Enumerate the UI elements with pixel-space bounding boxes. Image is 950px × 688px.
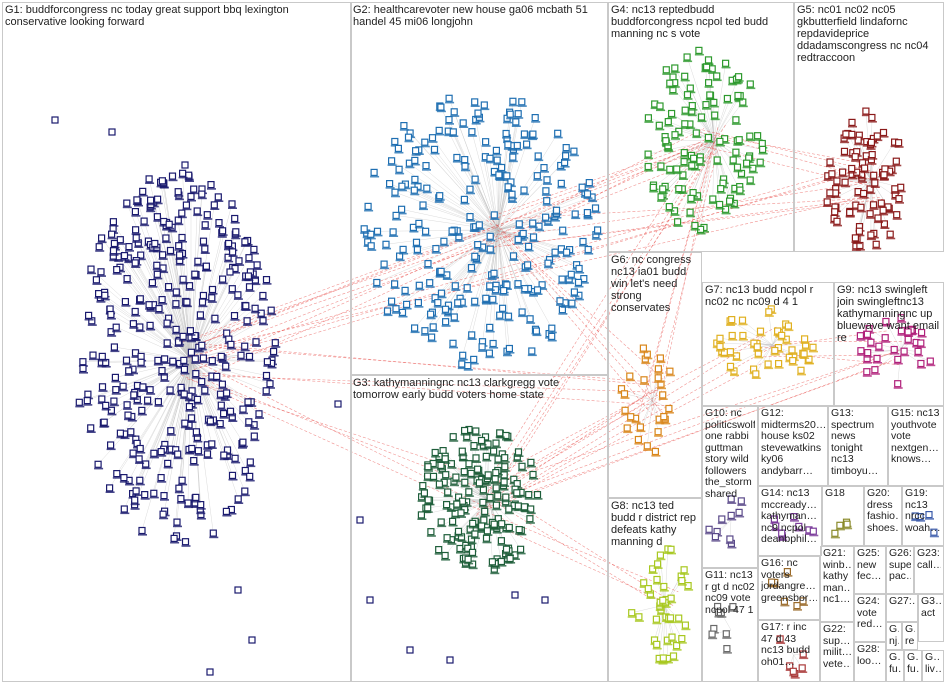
group-panel-g30[interactable]: G… re… <box>902 622 918 650</box>
group-label-g34: G… liv… <box>925 652 941 675</box>
group-label-g22: G22: sup… milit… vete… <box>823 624 851 670</box>
group-label-g20: G20: dress fashio… shoes… <box>867 488 899 534</box>
group-label-g26: G26: superap pac… <box>889 548 911 583</box>
group-label-g7: G7: nc13 budd ncpol r nc02 nc nc09 d 4 1 <box>705 284 831 308</box>
group-panel-g29[interactable]: G… nj… <box>886 622 902 650</box>
group-panel-g22[interactable]: G22: sup… milit… vete… <box>820 622 854 682</box>
group-label-g8: G8: nc13 ted budd r district rep defeats… <box>611 500 699 548</box>
group-label-g25: G25: new fec… <box>857 548 883 583</box>
group-panel-g12[interactable]: G12: midterms20… house ks02 stevewatkins… <box>758 406 828 486</box>
group-panel-g10[interactable]: G10: nc politicswolf one rabbi guttman s… <box>702 406 758 568</box>
group-panel-g7[interactable]: G7: nc13 budd ncpol r nc02 nc nc09 d 4 1 <box>702 282 834 406</box>
group-label-g15: G15: nc13 youthvote vote nextgen… knows… <box>891 408 941 466</box>
group-label-g28: G28: loo… <box>857 644 883 667</box>
group-label-g6: G6: nc congress nc13 ia01 budd win let's… <box>611 254 699 314</box>
group-panel-g31[interactable]: G3… act <box>918 594 944 642</box>
group-panel-g16[interactable]: G16: nc voters jordangre… greensbor… <box>758 556 820 620</box>
group-panel-g9[interactable]: G9: nc13 swingleft join swingleftnc13 ka… <box>834 282 944 406</box>
group-label-g11: G11: nc13 r gt d nc02 nc09 vote ncpol 47… <box>705 570 755 616</box>
group-panel-g32[interactable]: G… fu… <box>886 650 904 682</box>
group-label-g10: G10: nc politicswolf one rabbi guttman s… <box>705 408 755 500</box>
group-panel-g15[interactable]: G15: nc13 youthvote vote nextgen… knows… <box>888 406 944 486</box>
group-panel-g19[interactable]: G19: nc13 nrcc woah… <box>902 486 944 546</box>
group-label-g27: G27:… <box>889 596 915 608</box>
group-panel-g8[interactable]: G8: nc13 ted budd r district rep defeats… <box>608 498 702 682</box>
group-panel-g5[interactable]: G5: nc01 nc02 nc05 gkbutterfield lindafo… <box>794 2 944 252</box>
group-panel-g11[interactable]: G11: nc13 r gt d nc02 nc09 vote ncpol 47… <box>702 568 758 682</box>
group-label-g12: G12: midterms20… house ks02 stevewatkins… <box>761 408 825 477</box>
group-label-g32: G… fu… <box>889 652 901 675</box>
group-panel-g6[interactable]: G6: nc congress nc13 ia01 budd win let's… <box>608 252 702 498</box>
group-panel-g34[interactable]: G… liv… <box>922 650 944 682</box>
group-label-g17: G17: r inc 47 d 43 nc13 budd oh01… <box>761 622 817 668</box>
group-panel-g18[interactable]: G18 <box>822 486 864 546</box>
group-panel-g4[interactable]: G4: nc13 reptedbudd buddforcongress ncpo… <box>608 2 794 252</box>
group-panel-g24[interactable]: G24: vote red… <box>854 594 886 642</box>
group-panel-g21[interactable]: G21: winb… kathy man… nc1… <box>820 546 854 622</box>
group-panel-g3[interactable]: G3: kathymanningnc nc13 clarkgregg vote … <box>350 375 608 682</box>
group-label-g33: G… fu… <box>907 652 919 675</box>
group-label-g5: G5: nc01 nc02 nc05 gkbutterfield lindafo… <box>797 4 941 64</box>
group-panel-g28[interactable]: G28: loo… <box>854 642 886 682</box>
group-label-g16: G16: nc voters jordangre… greensbor… <box>761 558 817 604</box>
group-label-g30: G… re… <box>905 624 915 647</box>
group-label-g24: G24: vote red… <box>857 596 883 631</box>
group-panel-g23[interactable]: G23: call… <box>914 546 944 594</box>
group-label-g13: G13: spectrum news tonight nc13 timboyu… <box>831 408 885 477</box>
group-panel-g26[interactable]: G26: superap pac… <box>886 546 914 594</box>
group-label-g14: G14: nc13 mccready… kathyman… nc9 ncpol … <box>761 488 819 546</box>
group-label-g19: G19: nc13 nrcc woah… <box>905 488 941 534</box>
group-label-g9: G9: nc13 swingleft join swingleftnc13 ka… <box>837 284 941 344</box>
group-panel-g33[interactable]: G… fu… <box>904 650 922 682</box>
group-label-g2: G2: healthcarevoter new house ga06 mcbat… <box>353 4 605 28</box>
group-label-g29: G… nj… <box>889 624 899 647</box>
group-label-g4: G4: nc13 reptedbudd buddforcongress ncpo… <box>611 4 791 40</box>
group-panel-g13[interactable]: G13: spectrum news tonight nc13 timboyu… <box>828 406 888 486</box>
group-panel-g25[interactable]: G25: new fec… <box>854 546 886 594</box>
group-panel-g1[interactable]: G1: buddforcongress nc today great suppo… <box>2 2 352 682</box>
group-panel-g2[interactable]: G2: healthcarevoter new house ga06 mcbat… <box>350 2 608 375</box>
group-label-g1: G1: buddforcongress nc today great suppo… <box>5 4 349 28</box>
group-label-g21: G21: winb… kathy man… nc1… <box>823 548 851 606</box>
group-label-g23: G23: call… <box>917 548 941 571</box>
group-panel-g17[interactable]: G17: r inc 47 d 43 nc13 budd oh01… <box>758 620 820 682</box>
group-panel-g27[interactable]: G27:… <box>886 594 918 622</box>
group-panel-g14[interactable]: G14: nc13 mccready… kathyman… nc9 ncpol … <box>758 486 822 556</box>
group-label-g3: G3: kathymanningnc nc13 clarkgregg vote … <box>353 377 605 401</box>
group-label-g31: G3… act <box>921 596 941 619</box>
group-panel-g20[interactable]: G20: dress fashio… shoes… <box>864 486 902 546</box>
group-label-g18: G18 <box>825 488 861 500</box>
